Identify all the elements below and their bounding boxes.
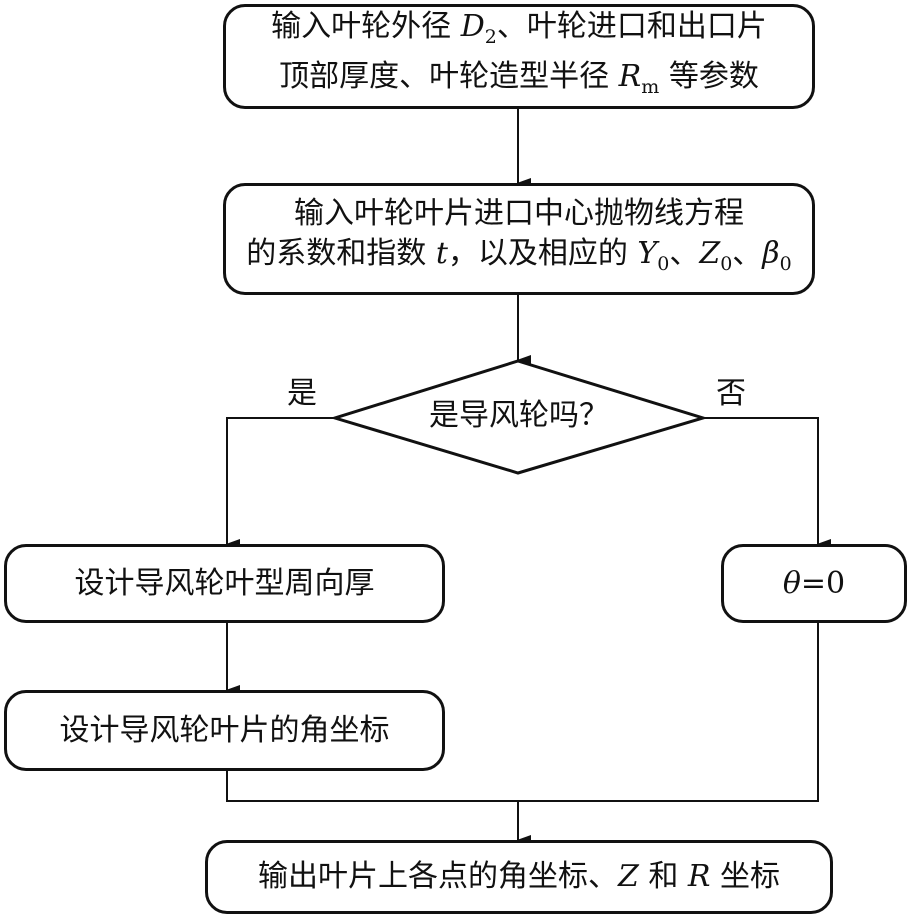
output-text1: 输出叶片上各点的角坐标、 — [257, 859, 618, 894]
input-params-text1: 输入叶轮外径 — [271, 8, 461, 44]
input-params-line1: 输入叶轮外径 D2、叶轮进口和出口片 — [271, 7, 767, 57]
input-params-text3: 顶部厚度、叶轮造型半径 — [279, 58, 619, 94]
design-angle-box: 设计导风轮叶片的角坐标 — [4, 690, 445, 771]
output-text: 输出叶片上各点的角坐标、Z 和 R 坐标 — [258, 857, 780, 897]
no-branch-line — [703, 417, 831, 549]
var-beta: β — [762, 236, 780, 271]
var-r: R — [618, 58, 642, 94]
theta-text: θ=0 — [783, 564, 845, 604]
var-theta: θ — [782, 565, 801, 601]
sub-z0: 0 — [720, 253, 733, 275]
input-parabola-line2: 的系数和指数 t，以及相应的 Y0、Z0、β0 — [246, 234, 791, 284]
sub-y0: 0 — [657, 253, 670, 275]
sep-1: 、 — [669, 236, 700, 271]
merge-line — [226, 623, 819, 802]
design-thickness-box: 设计导风轮叶型周向厚 — [4, 544, 445, 623]
var-z: Z — [699, 236, 721, 271]
yes-branch-line — [226, 417, 335, 549]
sub-beta0: 0 — [779, 253, 792, 275]
design-angle-text: 设计导风轮叶片的角坐标 — [59, 712, 390, 748]
sub-2: 2 — [484, 25, 497, 48]
var-z-output: Z — [617, 859, 639, 894]
input-params-text4: 等参数 — [659, 58, 759, 94]
input-parabola-box: 输入叶轮叶片进口中心抛物线方程 的系数和指数 t，以及相应的 Y0、Z0、β0 — [223, 183, 815, 295]
sub-m: m — [641, 75, 660, 98]
parabola-text2: ，以及相应的 — [447, 236, 638, 271]
parabola-text1: 的系数和指数 — [246, 236, 436, 271]
var-t: t — [435, 236, 448, 271]
no-label: 否 — [716, 376, 746, 411]
input-params-text2: 、叶轮进口和出口片 — [496, 8, 767, 44]
input-params-box: 输入叶轮外径 D2、叶轮进口和出口片 顶部厚度、叶轮造型半径 Rm 等参数 — [223, 4, 815, 109]
yes-label: 是 — [287, 376, 317, 411]
design-thickness-text: 设计导风轮叶型周向厚 — [74, 565, 375, 601]
var-r-output: R — [687, 859, 711, 894]
theta-equals-zero: =0 — [800, 565, 846, 601]
output-text3: 坐标 — [710, 859, 781, 894]
output-box: 输出叶片上各点的角坐标、Z 和 R 坐标 — [205, 840, 833, 914]
theta-box: θ=0 — [721, 544, 907, 623]
input-parabola-line1: 输入叶轮叶片进口中心抛物线方程 — [293, 196, 744, 231]
sep-2: 、 — [732, 236, 763, 271]
decision-diamond — [329, 359, 709, 475]
decision-text: 是导风轮吗？ — [429, 398, 609, 433]
input-params-line2: 顶部厚度、叶轮造型半径 Rm 等参数 — [271, 57, 767, 107]
output-text2: 和 — [638, 859, 688, 894]
var-d: D — [460, 8, 485, 44]
var-y: Y — [637, 236, 658, 271]
